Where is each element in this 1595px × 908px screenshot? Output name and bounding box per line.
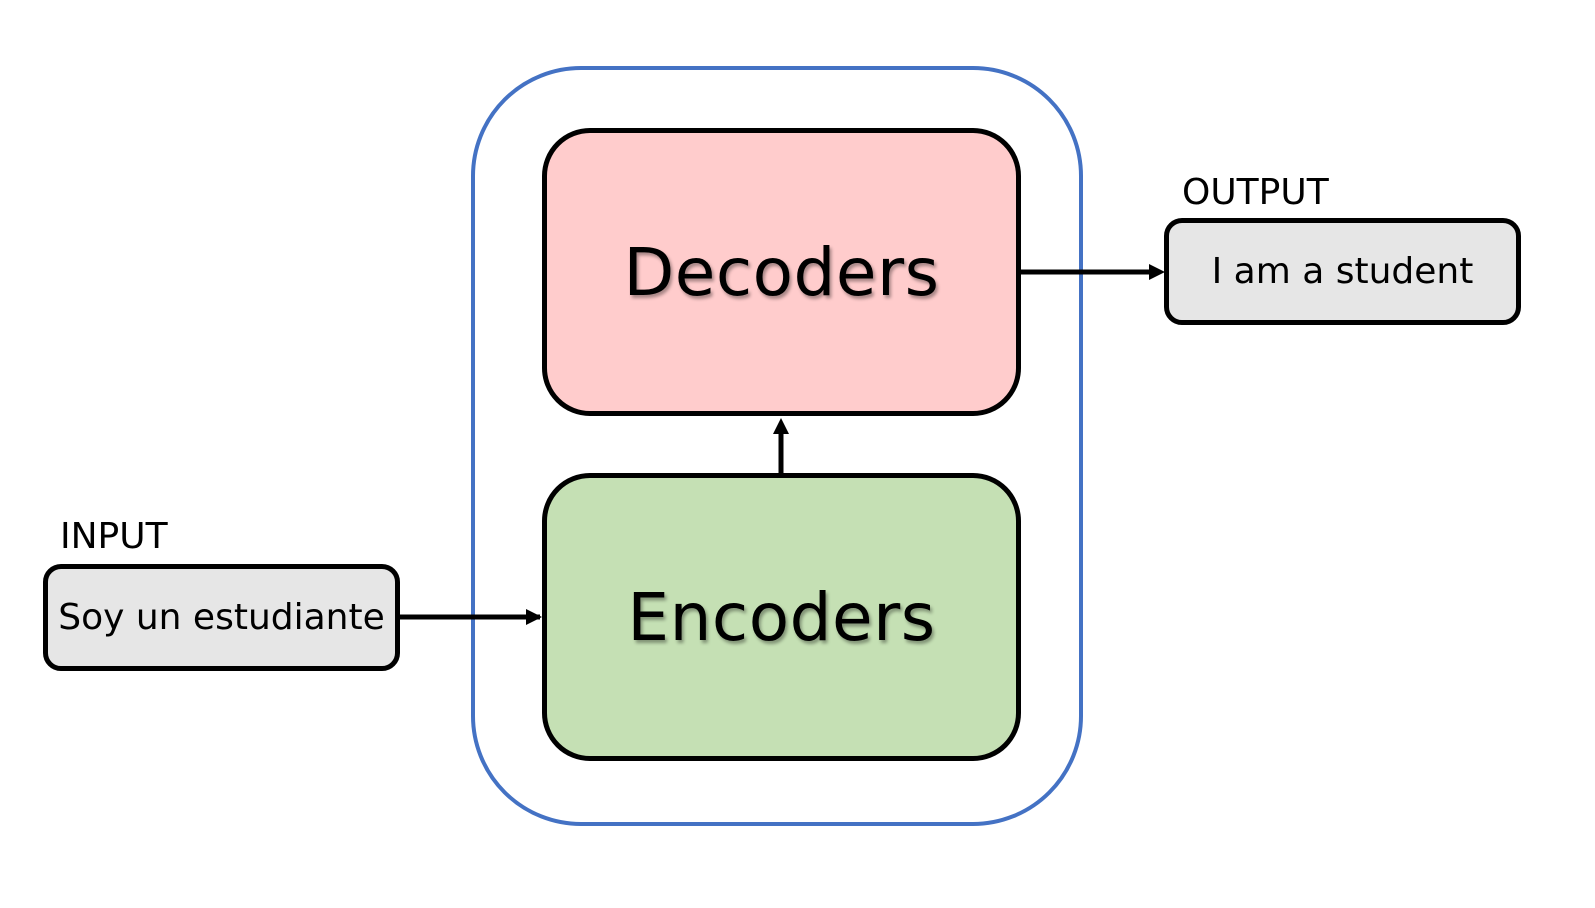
decoders-block: Decoders xyxy=(542,128,1021,416)
input-arrowhead xyxy=(526,609,542,625)
input-text: Soy un estudiante xyxy=(58,597,385,638)
output-caption: OUTPUT xyxy=(1182,172,1329,213)
output-arrowhead xyxy=(1149,264,1165,280)
encoders-arrowhead xyxy=(773,418,789,434)
encoders-block: Encoders xyxy=(542,473,1021,761)
encoders-label: Encoders xyxy=(627,578,936,656)
input-box: Soy un estudiante xyxy=(43,564,400,671)
output-text: I am a student xyxy=(1211,251,1474,292)
input-caption: INPUT xyxy=(60,516,168,557)
decoders-label: Decoders xyxy=(623,233,940,311)
transformer-frame xyxy=(471,66,1083,826)
output-box: I am a student xyxy=(1164,218,1521,325)
